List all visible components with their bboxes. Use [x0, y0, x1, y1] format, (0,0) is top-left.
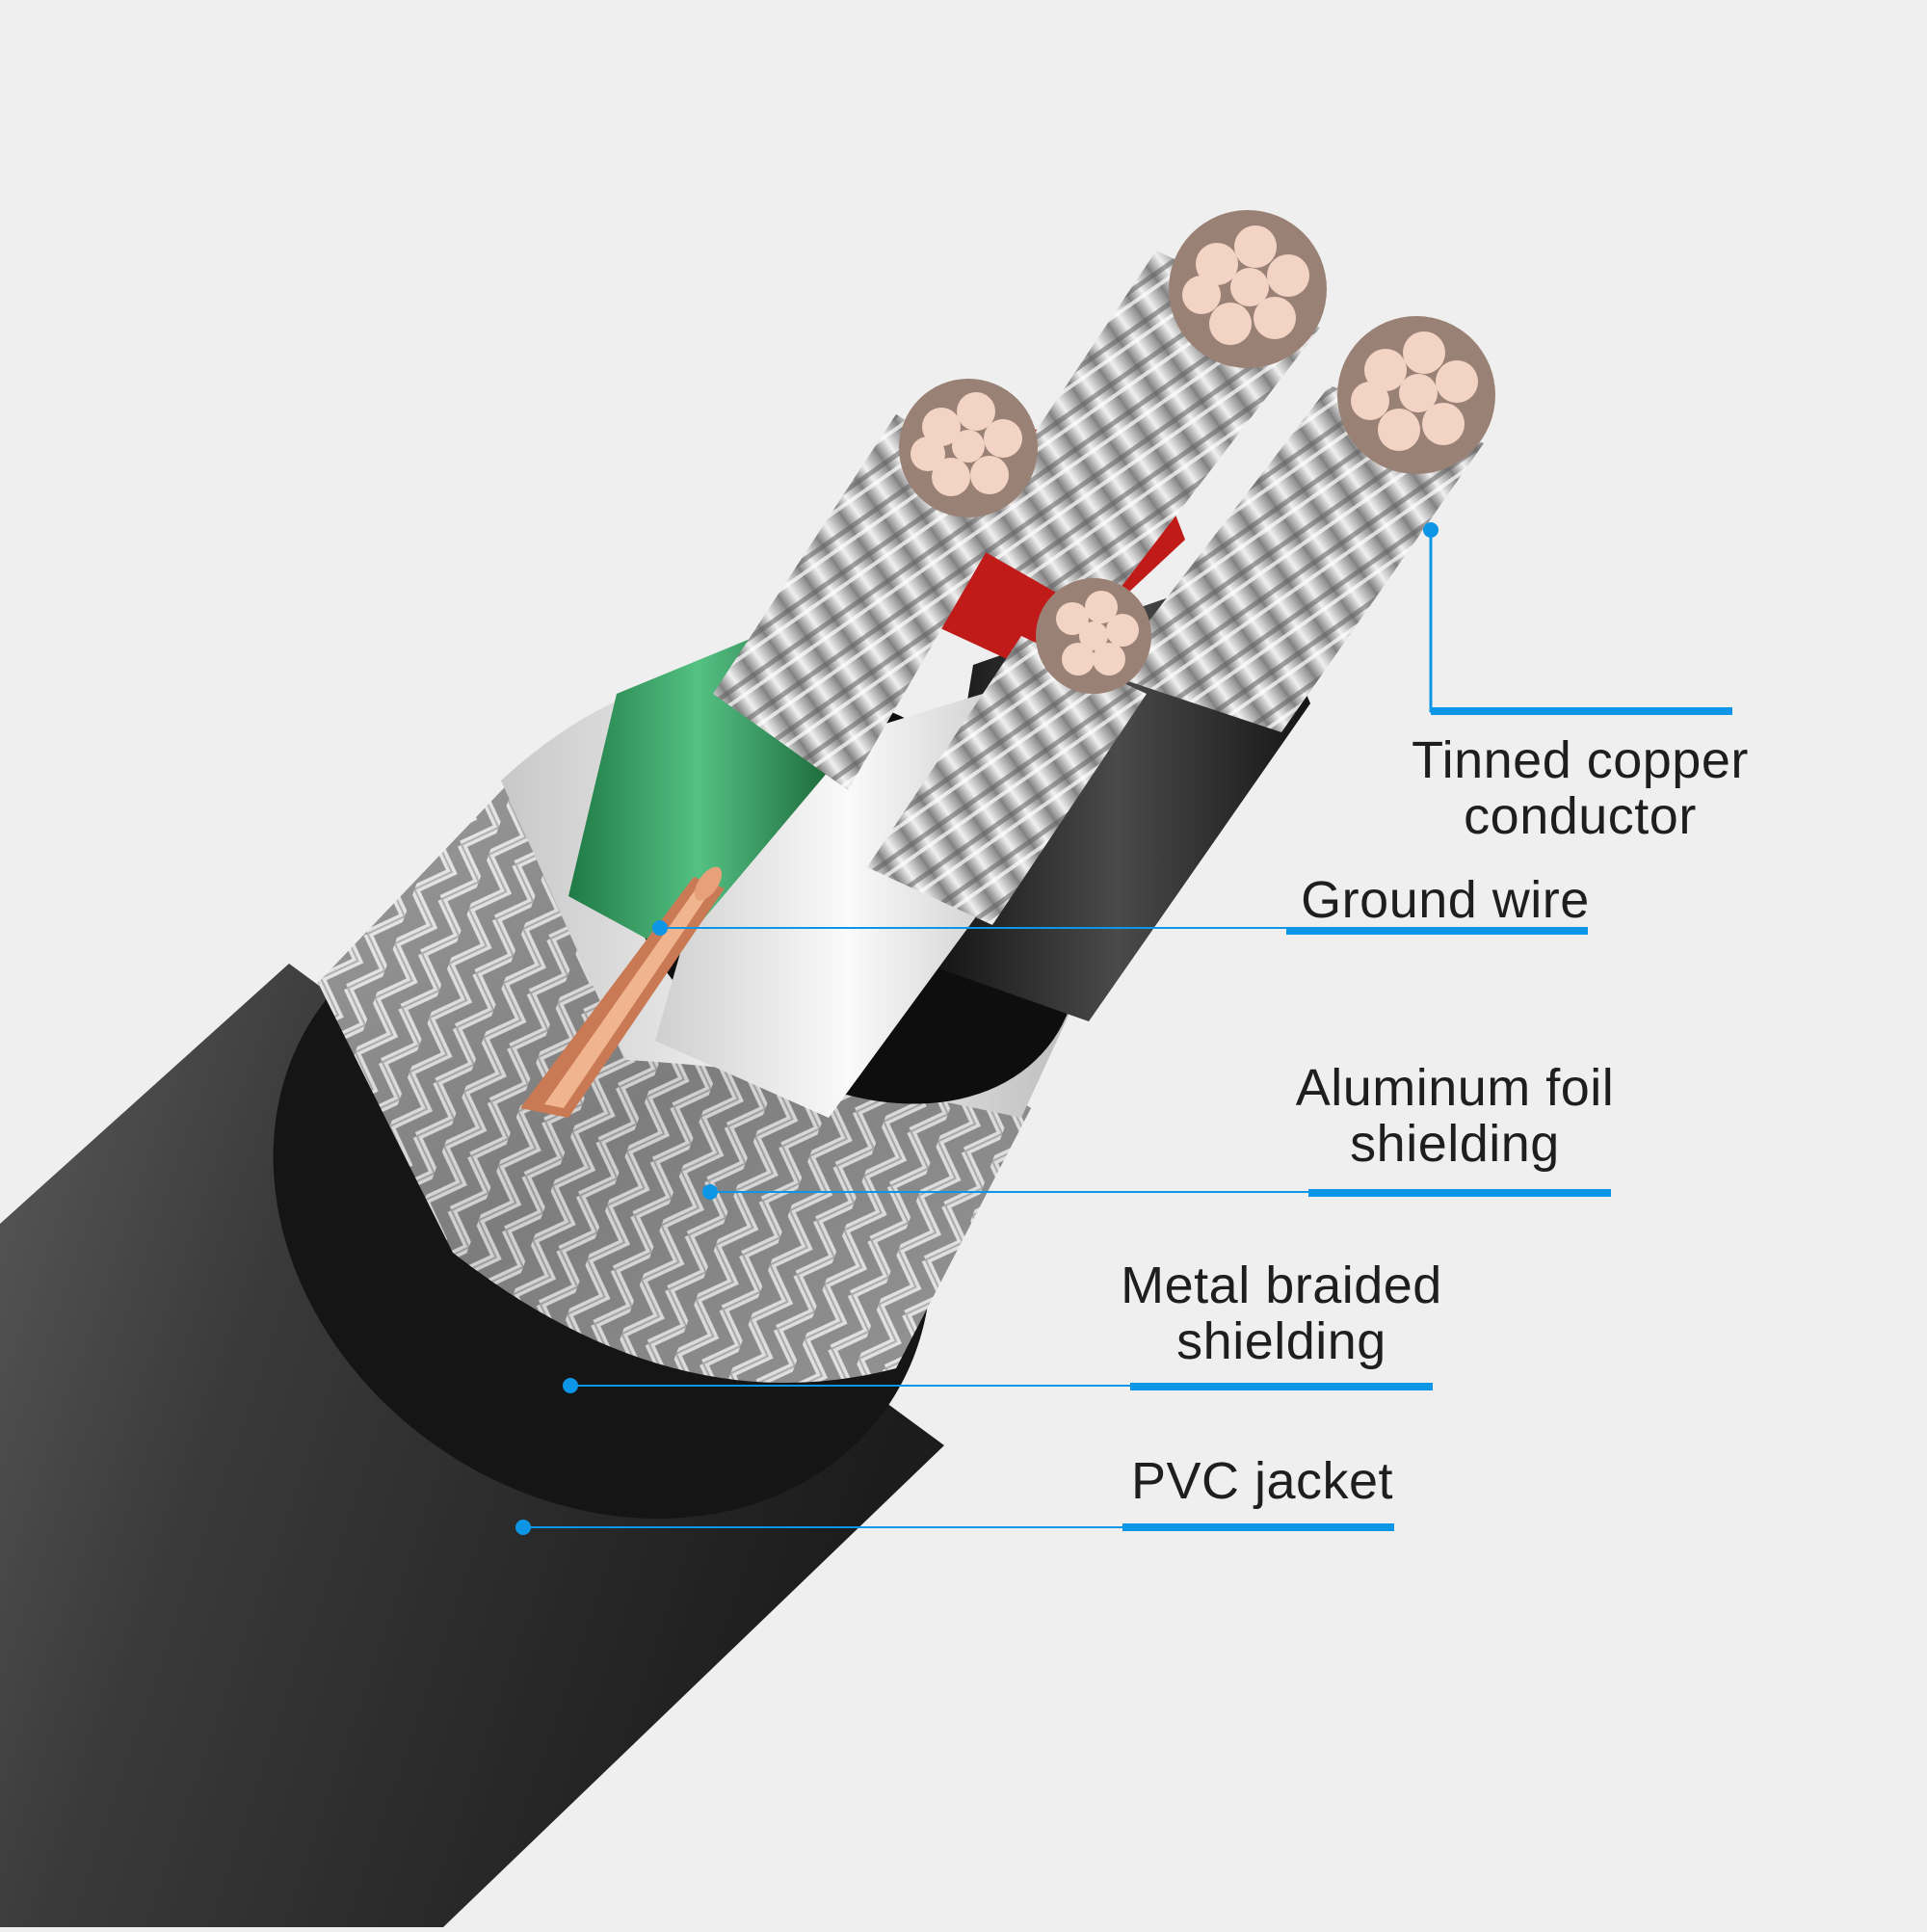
label-ground-wire: Ground wire: [1272, 872, 1619, 928]
metal-braid-shape: [318, 771, 1031, 1383]
label-braid-line2: shielding: [1176, 1312, 1386, 1370]
label-jacket-line1: PVC jacket: [1130, 1452, 1394, 1510]
leader-lines: [515, 522, 1732, 1535]
label-conductor-line2: conductor: [1464, 787, 1697, 845]
label-foil-line2: shielding: [1350, 1115, 1560, 1173]
leader-jacket: [515, 1520, 1394, 1535]
label-foil-line1: Aluminum foil: [1295, 1059, 1615, 1117]
tinned-copper-conductors: [713, 251, 1484, 925]
label-pvc-jacket: PVC jacket: [1108, 1453, 1416, 1509]
label-conductor-line1: Tinned copper: [1412, 731, 1749, 789]
conductor-end-caps: [899, 210, 1495, 694]
label-metal-braided-shielding: Metal braided shielding: [1079, 1257, 1484, 1369]
label-tinned-copper-conductor: Tinned copper conductor: [1359, 732, 1802, 844]
ground-wire-shape: [520, 866, 725, 1118]
label-aluminum-foil-shielding: Aluminum foil shielding: [1253, 1060, 1657, 1172]
label-ground-line1: Ground wire: [1301, 871, 1590, 929]
leader-conductor: [1423, 522, 1732, 715]
label-braid-line1: Metal braided: [1121, 1257, 1442, 1314]
leader-foil: [702, 1184, 1611, 1200]
leader-braid: [563, 1378, 1433, 1393]
leader-ground: [652, 920, 1588, 936]
